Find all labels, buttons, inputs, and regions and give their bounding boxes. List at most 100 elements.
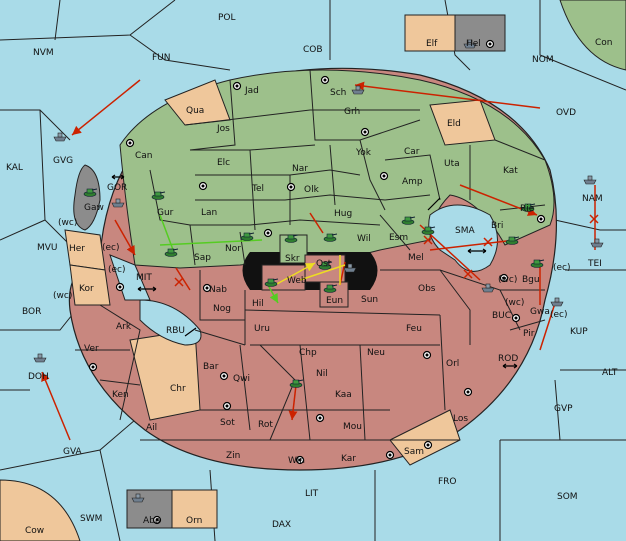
label-SMA: SMA bbox=[455, 226, 475, 236]
label-Web: Web bbox=[287, 276, 307, 286]
label-Sam: Sam bbox=[404, 447, 424, 457]
label-Hil: Hil bbox=[252, 299, 264, 309]
label-Win: Win bbox=[288, 456, 305, 466]
label-GVG: GVG bbox=[53, 156, 73, 166]
label-Ail: Ail bbox=[146, 423, 157, 433]
label-Zin: Zin bbox=[226, 451, 240, 461]
label-KAL: KAL bbox=[6, 163, 23, 173]
label-Feu: Feu bbox=[406, 324, 422, 334]
label-MIT: MIT bbox=[136, 273, 152, 283]
label-Con: Con bbox=[595, 38, 613, 48]
label-Sap: Sap bbox=[194, 253, 211, 263]
label-Kar: Kar bbox=[341, 454, 356, 464]
label-Hug: Hug bbox=[334, 209, 352, 219]
sea-SMA[interactable] bbox=[428, 204, 498, 272]
label-Gwa: Gwa bbox=[530, 307, 550, 317]
label-Elc: Elc bbox=[217, 158, 230, 168]
land-Gaw[interactable] bbox=[73, 164, 101, 231]
label-POL: POL bbox=[218, 13, 236, 23]
label-Qua: Qua bbox=[186, 106, 204, 116]
label-Elf: Elf bbox=[426, 39, 438, 49]
label-Mel: Mel bbox=[408, 253, 424, 263]
land-Orn[interactable] bbox=[171, 489, 218, 529]
land-Eun[interactable] bbox=[319, 281, 349, 308]
coast-tag: (wc) bbox=[58, 218, 77, 228]
land-Elf[interactable] bbox=[404, 14, 456, 52]
label-Uta: Uta bbox=[444, 159, 460, 169]
label-Can: Can bbox=[135, 151, 153, 161]
label-Chp: Chp bbox=[299, 348, 317, 358]
coast-tag: (wc) bbox=[53, 291, 72, 301]
label-Olk: Olk bbox=[304, 185, 320, 195]
map-labels: POL NVM FUN COB NOM OVD KAL MVU BOR GVA … bbox=[6, 13, 618, 536]
label-DAX: DAX bbox=[272, 520, 291, 530]
sea-RBU[interactable] bbox=[139, 299, 202, 346]
label-Esm: Esm bbox=[389, 233, 408, 243]
label-Tel: Tel bbox=[251, 184, 264, 194]
label-Ost: Ost bbox=[316, 259, 332, 269]
label-Yok: Yok bbox=[355, 148, 372, 158]
label-OVD: OVD bbox=[556, 108, 576, 118]
label-SWM: SWM bbox=[80, 514, 102, 524]
label-Nil: Nil bbox=[316, 369, 328, 379]
failed-orders bbox=[174, 214, 599, 287]
label-MVU: MVU bbox=[37, 243, 58, 253]
label-Jad: Jad bbox=[244, 86, 259, 96]
label-Amp: Amp bbox=[402, 177, 423, 187]
land-Hel[interactable] bbox=[454, 14, 506, 52]
coast-tag: (ec) bbox=[553, 263, 571, 273]
supply-centers bbox=[88, 39, 546, 525]
label-Nog: Nog bbox=[213, 304, 231, 314]
label-Sun: Sun bbox=[361, 295, 378, 305]
coast-tag: (ec) bbox=[550, 310, 568, 320]
label-Bar: Bar bbox=[203, 362, 219, 372]
label-Grh: Grh bbox=[344, 107, 360, 117]
label-Wil: Wil bbox=[357, 234, 371, 244]
label-Chr: Chr bbox=[170, 384, 186, 394]
label-ALT: ALT bbox=[602, 368, 618, 378]
label-Sch: Sch bbox=[330, 88, 346, 98]
support-lines bbox=[159, 214, 346, 304]
label-NVM: NVM bbox=[33, 48, 54, 58]
label-Gur: Gur bbox=[157, 208, 174, 218]
label-FUN: FUN bbox=[152, 53, 171, 63]
label-Eld: Eld bbox=[447, 119, 461, 129]
label-Qwi: Qwi bbox=[233, 374, 250, 384]
label-Kat: Kat bbox=[503, 166, 518, 176]
coast-tag: (ec) bbox=[108, 265, 126, 275]
coast-tag: (wc) bbox=[498, 275, 517, 285]
label-Kor: Kor bbox=[79, 284, 94, 294]
label-Los: Los bbox=[453, 414, 468, 424]
label-Ken: Ken bbox=[112, 390, 129, 400]
label-Nar: Nar bbox=[292, 164, 308, 174]
label-Car: Car bbox=[404, 147, 420, 157]
label-Gaw: Gaw bbox=[84, 203, 104, 213]
label-Jos: Jos bbox=[216, 124, 230, 134]
label-BOR: BOR bbox=[22, 307, 41, 317]
label-Her: Her bbox=[69, 244, 85, 254]
label-Nab: Nab bbox=[209, 285, 227, 295]
label-GOR: GOR bbox=[107, 183, 127, 193]
label-COB: COB bbox=[303, 45, 323, 55]
label-Uru: Uru bbox=[254, 324, 270, 334]
label-Neu: Neu bbox=[367, 348, 385, 358]
label-BUC: BUC bbox=[492, 311, 511, 321]
land-Kor[interactable] bbox=[69, 264, 111, 306]
label-SOM: SOM bbox=[557, 492, 578, 502]
coast-tag: (ec) bbox=[102, 243, 120, 253]
label-RBU: RBU bbox=[166, 326, 185, 336]
label-LIT: LIT bbox=[305, 489, 319, 499]
label-Eun: Eun bbox=[326, 296, 343, 306]
label-Rie: Rie bbox=[520, 204, 535, 214]
label-DOH: DOH bbox=[28, 372, 49, 382]
label-Orl: Orl bbox=[446, 359, 459, 369]
label-Aba: Aba bbox=[143, 516, 160, 526]
label-Cow: Cow bbox=[25, 526, 44, 536]
label-ROD: ROD bbox=[498, 354, 518, 364]
label-Sot: Sot bbox=[220, 418, 235, 428]
label-Obs: Obs bbox=[418, 284, 436, 294]
label-NOM: NOM bbox=[532, 55, 554, 65]
label-FRO: FRO bbox=[438, 477, 457, 487]
label-KUP: KUP bbox=[570, 327, 588, 337]
